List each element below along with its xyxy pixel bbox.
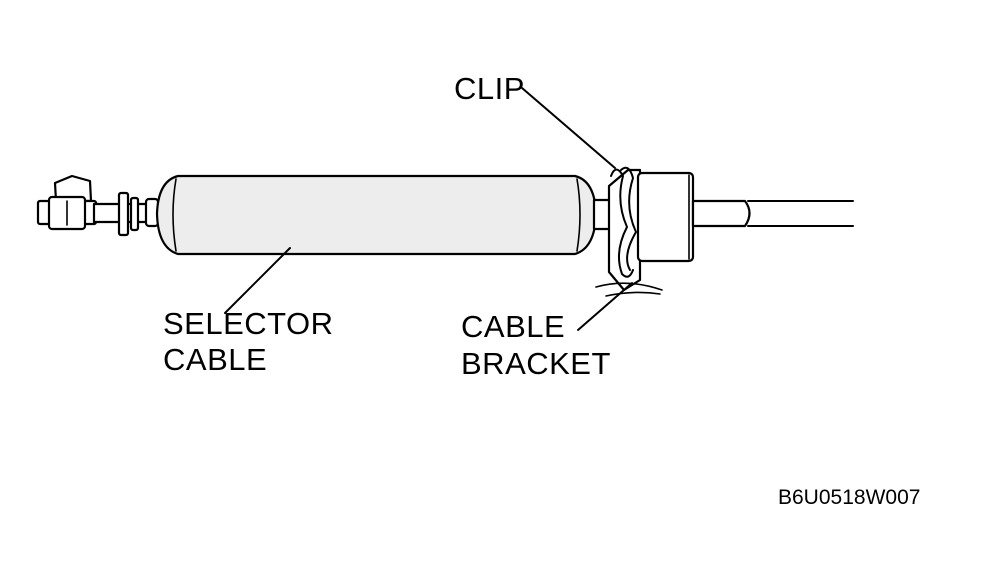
cable-end-connector — [36, 174, 98, 231]
bracket-curl — [595, 282, 663, 297]
selector-label-line2: CABLE — [163, 342, 267, 377]
bracket-leader — [577, 282, 633, 331]
clip-label: CLIP — [454, 71, 525, 106]
bracket-nut — [636, 171, 695, 263]
figure-code: B6U0518W007 — [778, 486, 920, 509]
clip-leader — [521, 87, 616, 169]
rod-washer — [117, 191, 160, 237]
selector-cable-leader — [224, 247, 291, 314]
selector-cable-body — [155, 174, 598, 256]
outer-casing-stub — [691, 199, 751, 228]
cable-continuation — [747, 200, 854, 227]
clip — [610, 166, 637, 278]
bracket-label-line2: BRACKET — [461, 346, 611, 381]
bracket-label-line1: CABLE — [461, 309, 565, 344]
selector-label-line1: SELECTOR — [163, 306, 334, 341]
